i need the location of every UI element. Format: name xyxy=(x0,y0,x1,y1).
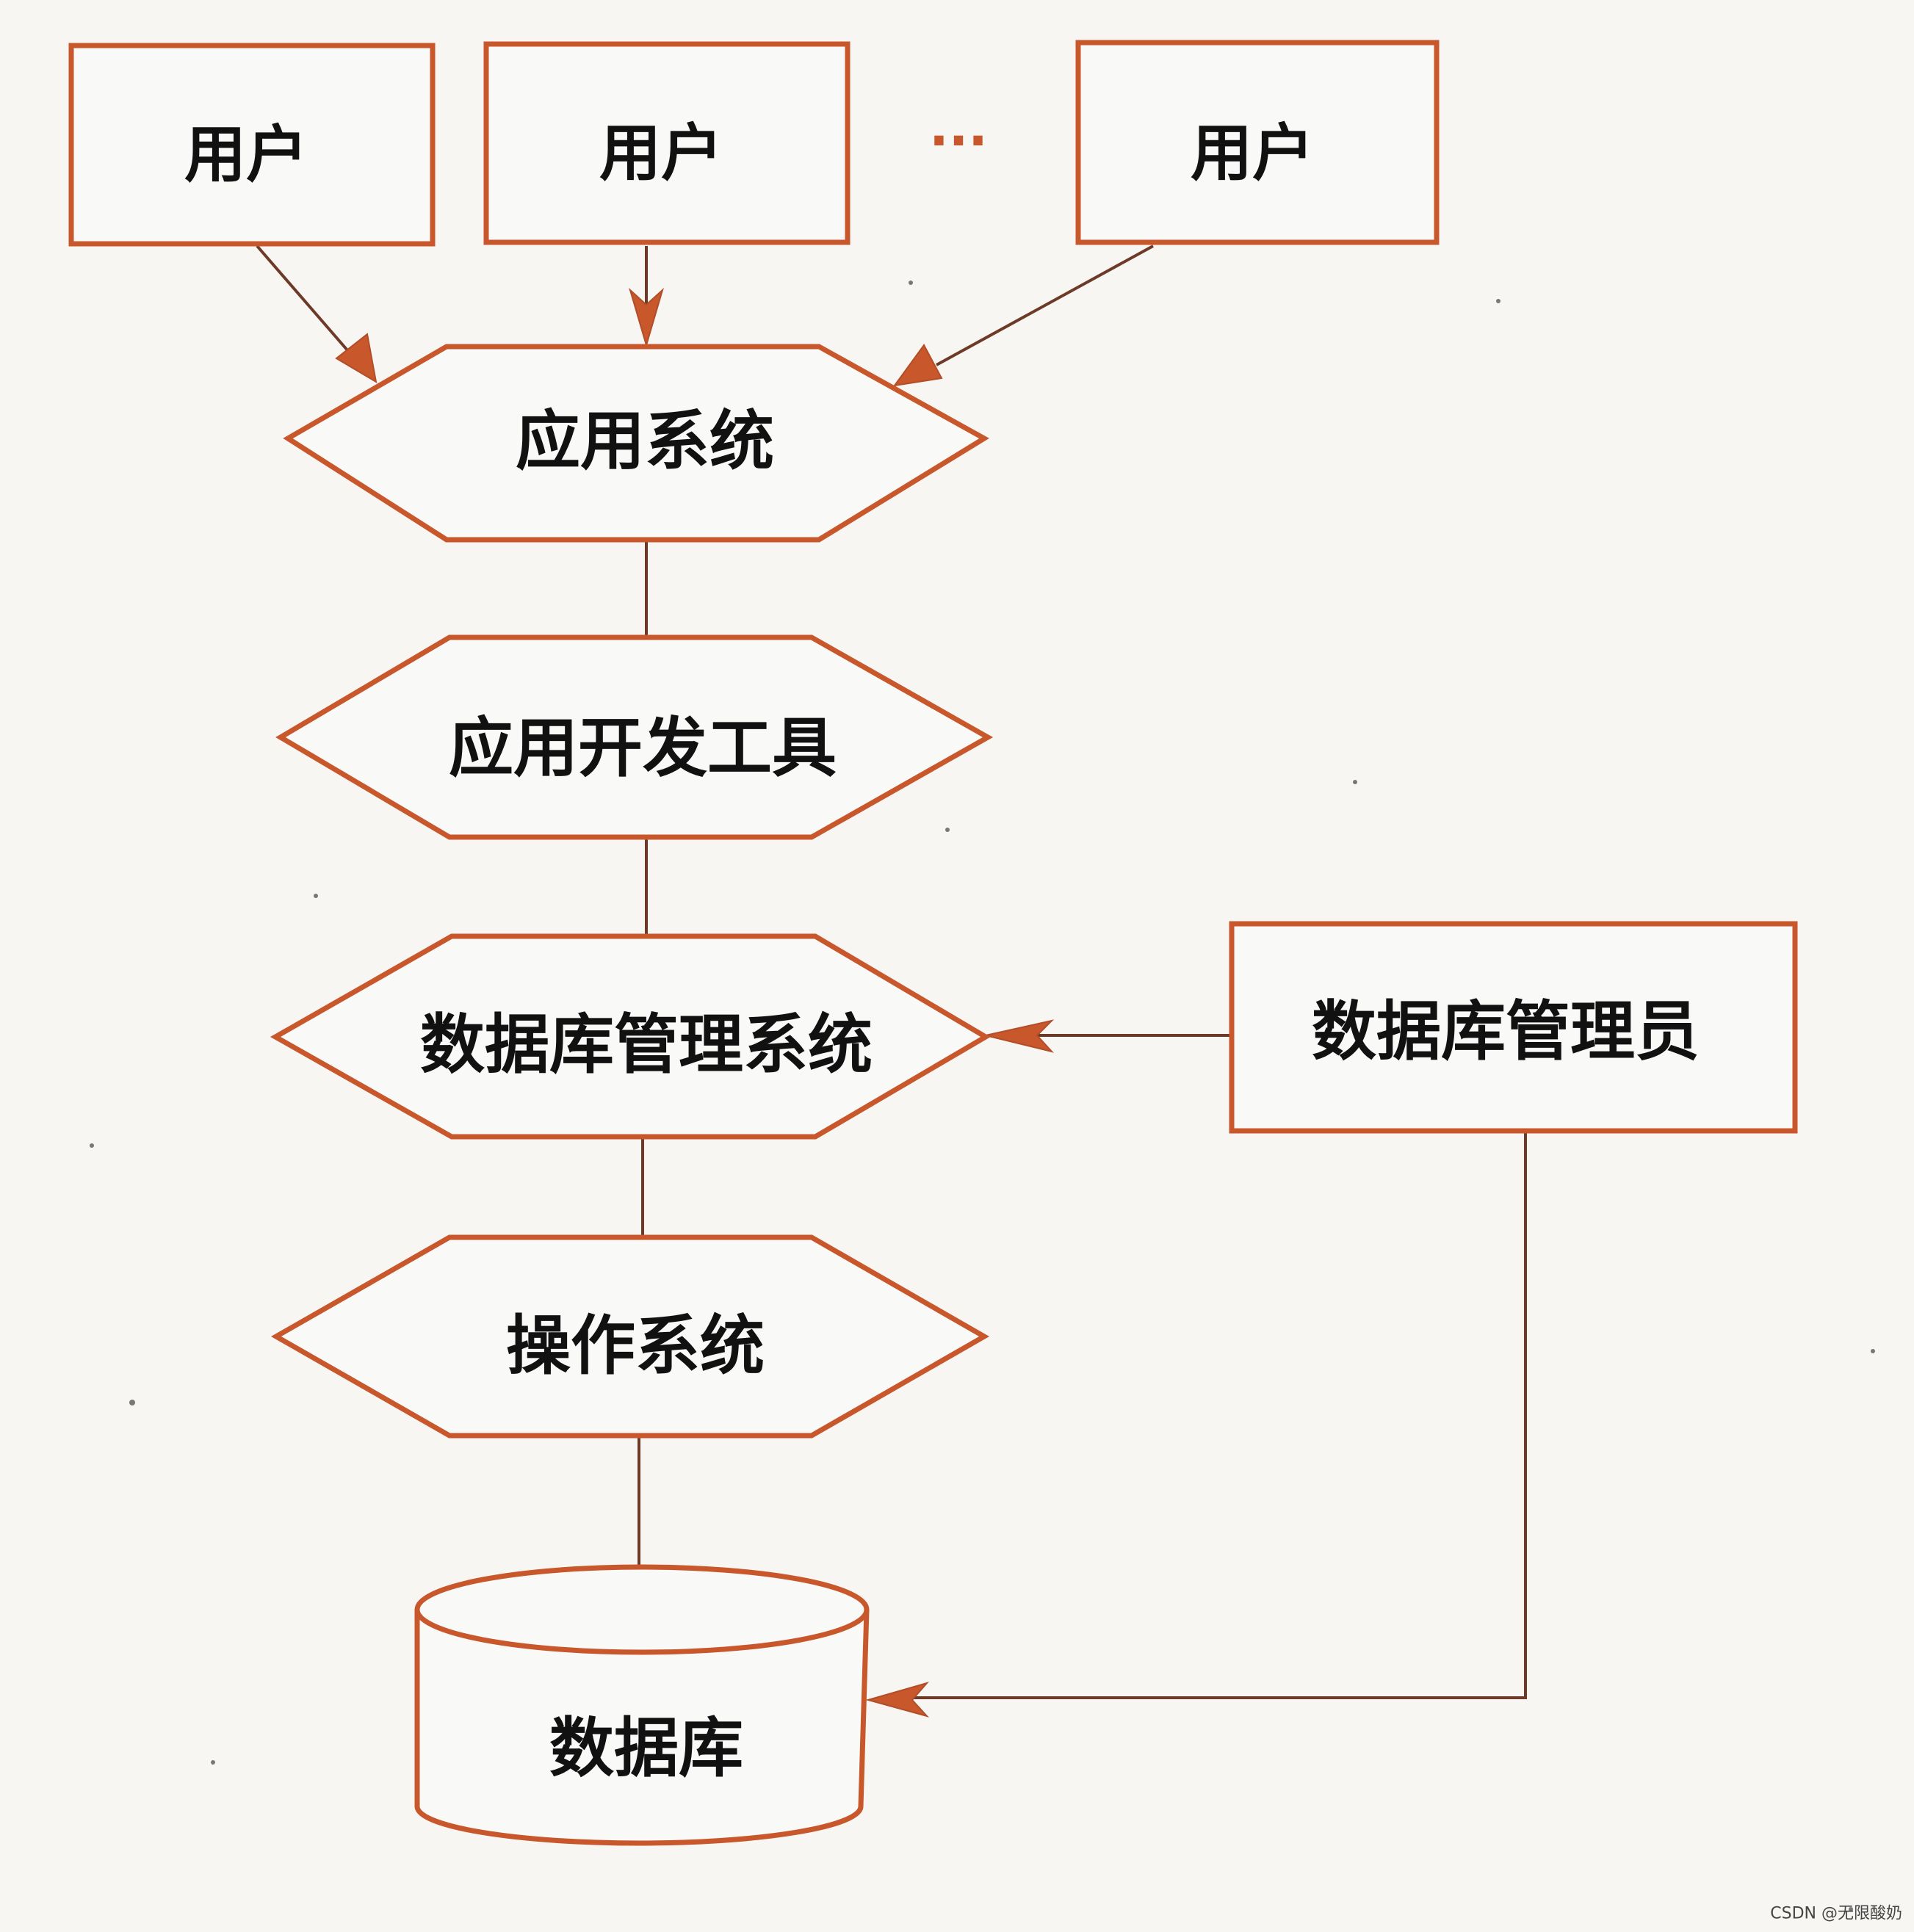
dbms-node: 数据库管理系统 xyxy=(270,933,991,1140)
arrowhead-dba-to-database xyxy=(865,1682,930,1718)
arrowhead-user1 xyxy=(335,333,378,383)
dev-tools-node: 应用开发工具 xyxy=(275,634,994,840)
arrowhead-user3 xyxy=(892,344,943,387)
user-box-1: 用户 xyxy=(68,43,436,247)
user-box-2: 用户 xyxy=(483,41,851,245)
user-box-2-label: 用户 xyxy=(599,117,723,189)
paper-specks xyxy=(90,281,1875,1911)
edge-user3-to-app-system xyxy=(936,245,1154,366)
database-label: 数据库 xyxy=(549,1710,743,1786)
dev-tools-label: 应用开发工具 xyxy=(449,709,837,786)
dbms-label: 数据库管理系统 xyxy=(420,1006,873,1082)
more-users-ellipsis: ··· xyxy=(929,111,988,171)
application-system-node: 应用系统 xyxy=(283,344,989,543)
user-box-1-label: 用户 xyxy=(184,118,308,191)
database-cylinder: 数据库 xyxy=(414,1564,870,1846)
operating-system-node: 操作系统 xyxy=(270,1234,990,1439)
dba-label: 数据库管理员 xyxy=(1312,993,1700,1069)
operating-system-label: 操作系统 xyxy=(506,1307,765,1383)
user-box-3-label: 用户 xyxy=(1191,117,1314,189)
connectors xyxy=(256,245,1527,1718)
edge-dba-to-database xyxy=(903,1131,1527,1699)
application-system-label: 应用系统 xyxy=(516,402,774,479)
edge-user1-to-app-system xyxy=(256,245,354,358)
user-box-3: 用户 xyxy=(1075,40,1440,245)
arrowhead-dba-to-dbms xyxy=(985,1019,1055,1053)
csdn-watermark: CSDN @无限酸奶 xyxy=(1770,1905,1902,1923)
arrowhead-user2 xyxy=(629,287,664,348)
dba-box: 数据库管理员 xyxy=(1229,921,1798,1134)
